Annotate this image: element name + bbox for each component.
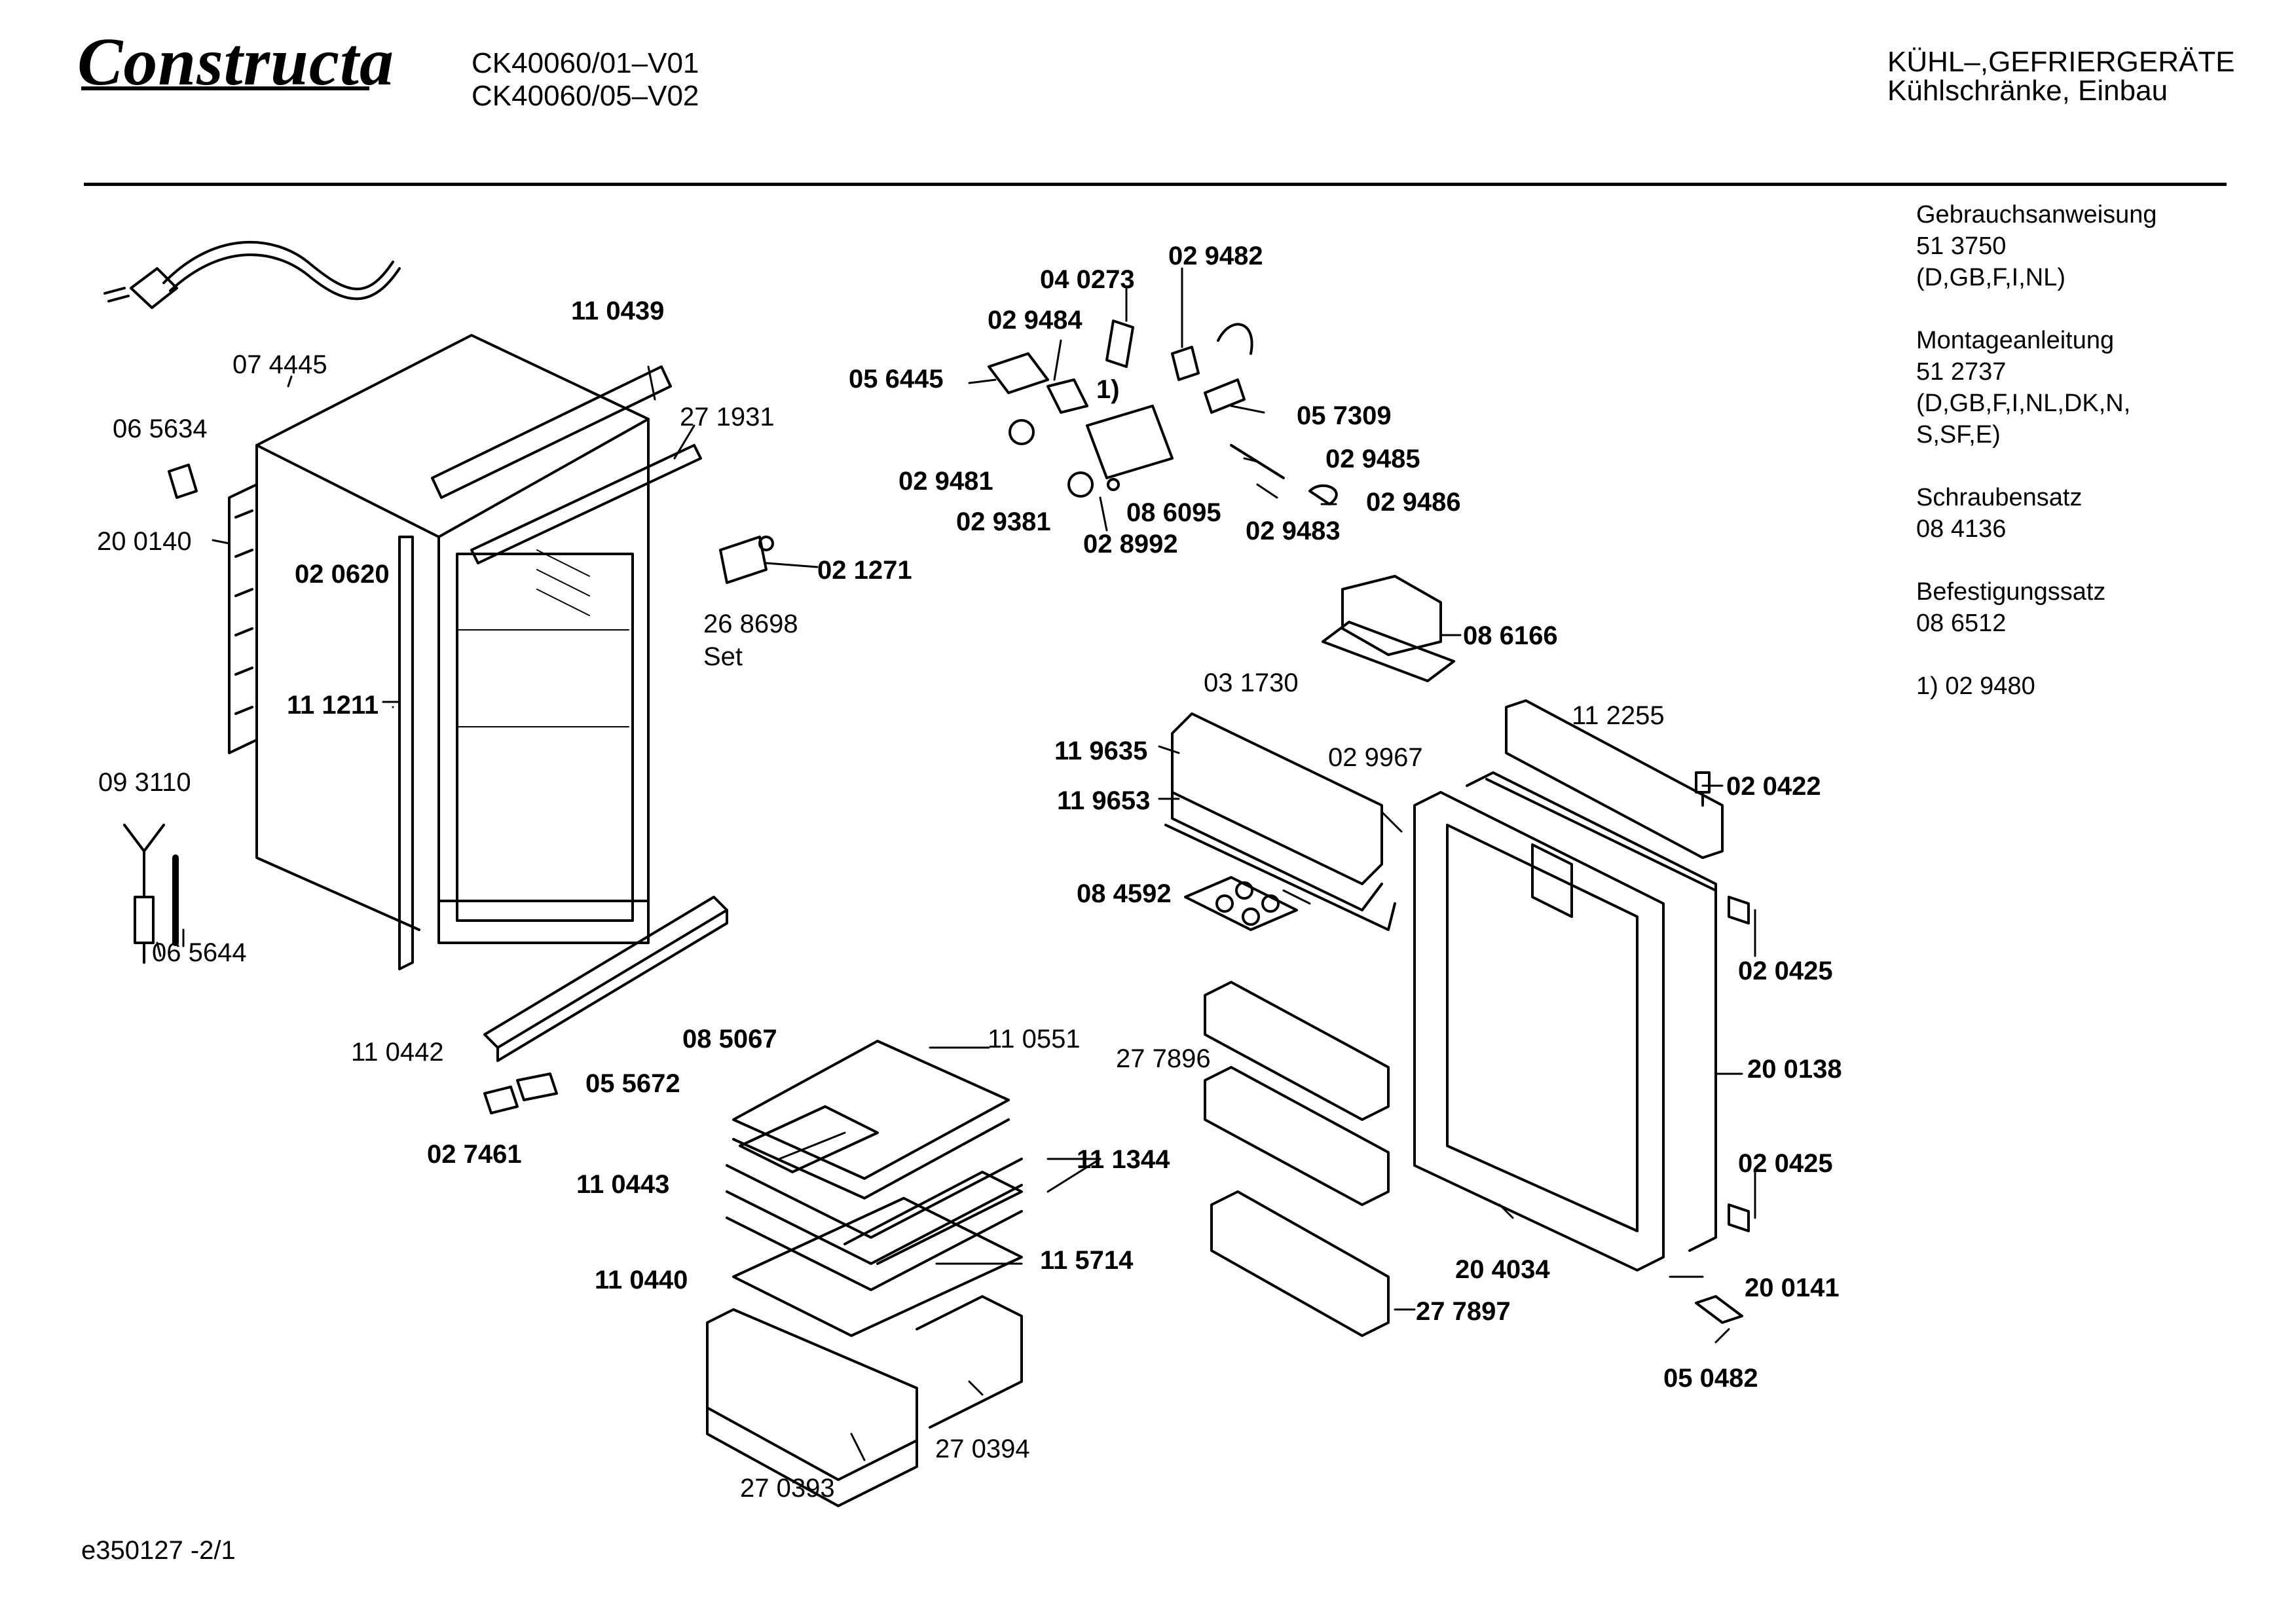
part-label: 27 0393 [740, 1474, 835, 1503]
part-label: 04 0273 [1040, 265, 1135, 294]
glass-shelves-drawing [726, 1040, 1023, 1291]
condenser-coil-drawing [228, 483, 258, 754]
part-label: 02 9483 [1246, 517, 1341, 545]
part-label: 02 8992 [1083, 530, 1178, 559]
part-label: 11 5714 [1040, 1246, 1134, 1275]
document-id: e350127 -2/1 [81, 1536, 236, 1565]
part-label: 02 7461 [427, 1140, 522, 1169]
temperature-sensor-drawing [123, 824, 179, 964]
part-label: 06 5634 [113, 414, 208, 443]
brand-logo: Constructa [77, 24, 394, 100]
part-label: 11 2255 [1572, 701, 1665, 730]
doc-ref-number-mounting: 08 6512 [1916, 610, 2007, 637]
part-label: 20 0140 [97, 527, 192, 556]
part-label: 08 4592 [1077, 879, 1172, 908]
part-label: 20 4034 [1455, 1255, 1550, 1284]
brand-logo-underline [81, 86, 369, 90]
doc-ref-number-install: 51 2737 [1916, 358, 2007, 386]
part-label: 02 9481 [898, 467, 993, 496]
part-label: 02 1271 [817, 556, 912, 585]
doc-ref-title-manual: Gebrauchsanweisung [1916, 201, 2157, 229]
freezer-compartment-drawing [1322, 575, 1455, 682]
part-label: 11 0439 [571, 297, 664, 325]
part-label: 08 5067 [682, 1025, 777, 1053]
part-label: 20 0138 [1747, 1055, 1842, 1084]
doc-ref-lang-install-2: S,SF,E) [1916, 421, 2001, 449]
bottom-rail-drawing [483, 896, 728, 1062]
part-label: 11 9653 [1057, 786, 1150, 815]
screw-drawing [1695, 771, 1711, 807]
model-number-2: CK40060/05–V02 [472, 80, 699, 112]
part-label: 03 1730 [1204, 669, 1299, 697]
doc-ref-title-screws: Schraubensatz [1916, 484, 2083, 511]
part-label: 08 6166 [1463, 621, 1558, 650]
door-bins-drawing [1204, 981, 1390, 1337]
footnote-1: 1) 02 9480 [1916, 672, 2035, 700]
part-label: 11 0442 [351, 1038, 444, 1067]
part-label: 20 0141 [1745, 1273, 1840, 1302]
part-label: 02 0425 [1738, 957, 1833, 985]
part-label: 02 9484 [988, 306, 1083, 335]
part-label: 05 5672 [585, 1069, 680, 1098]
part-label: 02 0422 [1726, 772, 1821, 801]
crisper-drawers-drawing [706, 1197, 1023, 1507]
shelf-clips-drawing [483, 1072, 558, 1114]
header-rule [84, 183, 2227, 186]
part-label: 11 9635 [1054, 737, 1147, 765]
part-label: 11 0551 [988, 1025, 1081, 1053]
part-label: 26 8698 [703, 610, 798, 638]
part-label: 11 0440 [595, 1266, 688, 1294]
hinge-plate-drawing [1695, 1295, 1743, 1324]
category-subtitle: Kühlschränke, Einbau [1887, 75, 2168, 107]
part-label: 11 0443 [576, 1170, 669, 1199]
part-label: 27 7897 [1416, 1297, 1511, 1326]
part-label: 06 5644 [152, 938, 247, 967]
leader-lines [156, 267, 1756, 1461]
category-title: KÜHL–,GEFRIERGERÄTE [1887, 46, 2235, 78]
part-label: 02 9381 [956, 507, 1051, 536]
part-label: 11 1211 [287, 691, 379, 720]
model-number-1: CK40060/01–V01 [472, 47, 699, 79]
part-label: 09 3110 [98, 768, 191, 797]
part-label: 02 9482 [1168, 242, 1263, 270]
part-label: 02 9485 [1325, 445, 1420, 473]
doc-ref-title-install: Montageanleitung [1916, 327, 2115, 354]
part-label: 27 0394 [935, 1435, 1030, 1463]
part-label: 02 9967 [1328, 743, 1423, 772]
footnote-marker: 1) [1096, 375, 1120, 404]
part-label: 27 1931 [680, 403, 775, 431]
fixing-clip-drawing [168, 464, 198, 499]
part-label: 07 4445 [232, 350, 327, 379]
butter-compartment-drawing [1164, 712, 1396, 931]
part-label: 02 0620 [295, 560, 390, 589]
part-label: 08 6095 [1126, 498, 1221, 527]
hinge-set-drawing [719, 536, 774, 584]
doc-ref-lang-install-1: (D,GB,F,I,NL,DK,N, [1916, 390, 2131, 417]
part-label: 02 9486 [1366, 488, 1461, 517]
top-rail-drawing [431, 365, 702, 564]
egg-tray-drawing [1184, 876, 1298, 931]
doc-ref-title-mounting: Befestigungssatz [1916, 578, 2106, 606]
part-label: 05 7309 [1297, 401, 1392, 430]
part-label: 11 1344 [1077, 1145, 1170, 1174]
part-label: 05 6445 [849, 365, 944, 394]
doc-ref-number-manual: 51 3750 [1916, 232, 2007, 260]
thermostat-assembly-drawing [988, 320, 1338, 505]
part-label: 27 7896 [1116, 1044, 1211, 1073]
part-label: 02 0425 [1738, 1149, 1833, 1178]
part-label: Set [703, 642, 743, 671]
doc-ref-number-screws: 08 4136 [1916, 515, 2007, 543]
part-label: 05 0482 [1663, 1364, 1758, 1393]
doc-ref-lang-manual: (D,GB,F,I,NL) [1916, 264, 2066, 291]
cabinet-drawing [255, 334, 650, 970]
door-drawing [1413, 699, 1750, 1272]
power-cord-drawing [103, 240, 401, 309]
